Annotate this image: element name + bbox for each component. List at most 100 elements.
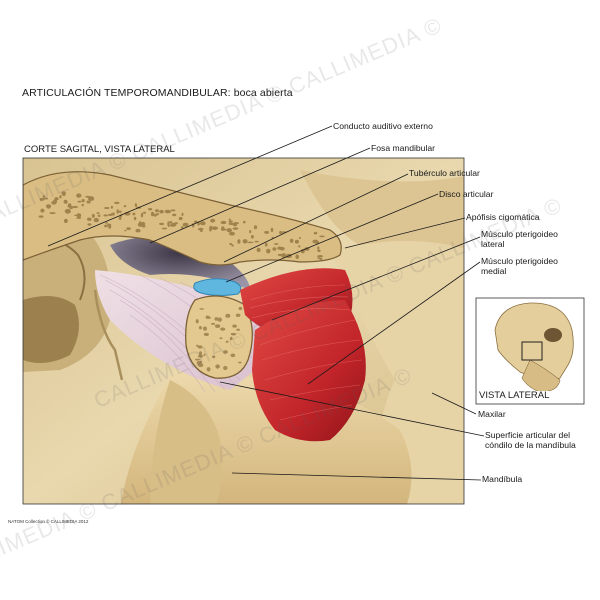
bone-pore [54, 197, 59, 201]
label-pterigoideo-medial-line1: Músculo pterigoideo [481, 256, 558, 266]
bone-pore [220, 228, 227, 231]
bone-pore [198, 363, 204, 368]
bone-pore [196, 344, 199, 347]
label-superficie-line2: cóndilo de la mandíbula [485, 440, 576, 450]
bone-pore [182, 222, 189, 227]
bone-pore [153, 214, 158, 216]
label-pterigoideo-lateral: Músculo pterigoideo lateral [481, 229, 558, 249]
bone-pore [76, 217, 82, 219]
bone-pore [211, 355, 216, 358]
bone-pore [63, 218, 68, 224]
bone-pore [154, 209, 160, 213]
bone-pore [203, 332, 209, 337]
bone-pore [243, 220, 246, 224]
bone-pore [231, 333, 236, 336]
bone-pore [230, 353, 236, 358]
bone-pore [143, 211, 146, 214]
label-pterigoideo-lateral-line2: lateral [481, 239, 505, 249]
bone-pore [215, 227, 219, 230]
bone-pore [238, 361, 242, 364]
spongy-bone-texture [38, 191, 325, 260]
bone-pore [88, 196, 95, 202]
bone-pore [193, 220, 198, 223]
bone-pore [195, 319, 199, 324]
joint-cavity [110, 237, 250, 290]
bone-pore [235, 313, 241, 317]
bone-pore [238, 306, 243, 311]
bone-pore [97, 214, 101, 218]
bone-pore [199, 308, 205, 310]
bone-pore [200, 221, 206, 226]
bone-pore [140, 221, 146, 226]
bone-pore [317, 249, 321, 252]
bone-pore [247, 241, 254, 244]
bone-pore [225, 313, 231, 317]
page-title: ARTICULACIÓN TEMPOROMANDIBULAR: boca abi… [22, 87, 293, 99]
bone-pore [228, 222, 234, 225]
bone-pore [229, 243, 233, 245]
bone-pore [289, 238, 294, 243]
bone-pore [232, 324, 237, 328]
label-pterigoideo-medial: Músculo pterigoideo medial [481, 256, 558, 276]
bone-pore [281, 253, 286, 257]
bone-pore [77, 200, 82, 203]
bone-pore [165, 210, 171, 214]
bone-pore [71, 205, 79, 209]
bone-pore [270, 227, 274, 233]
bone-pore [215, 364, 220, 369]
bone-pore [85, 195, 91, 198]
bone-pore [159, 209, 164, 214]
bone-pore [148, 208, 153, 211]
bone-pore [217, 317, 222, 322]
bone-pore [91, 213, 95, 218]
bone-pore [42, 195, 46, 198]
bone-pore [206, 367, 211, 372]
label-apofisis: Apófisis cigomática [466, 212, 540, 222]
bone-pore [219, 337, 223, 340]
bone-pore [87, 223, 92, 226]
bone-pore [172, 213, 177, 217]
section-label: CORTE SAGITAL, VISTA LATERAL [24, 144, 175, 155]
bone-pore [59, 195, 62, 199]
label-pterigoideo-lateral-line1: Músculo pterigoideo [481, 229, 558, 239]
muscle-fibers [249, 284, 363, 421]
bone-pore [170, 222, 177, 227]
bone-pore [237, 239, 241, 244]
bone-pore [67, 205, 73, 208]
label-superficie-line1: Superficie articular del [485, 430, 571, 440]
bone-pore [214, 324, 221, 328]
bone-pore [181, 212, 184, 216]
bone-pore [229, 231, 235, 236]
bone-pore [228, 218, 231, 221]
inset-skull [475, 297, 585, 405]
bone-pore [39, 197, 45, 201]
condyle-texture [194, 306, 243, 372]
bone-pore [197, 345, 203, 349]
bone-pore [49, 212, 56, 215]
bone-pore [38, 215, 44, 218]
bone-pore [274, 243, 279, 245]
bone-pore [266, 248, 271, 254]
articular-disc [193, 278, 242, 296]
bone-pore [233, 222, 239, 225]
bone-pore [167, 222, 170, 227]
bone-pore [223, 350, 228, 354]
bone-pore [87, 217, 92, 221]
bone-pore [298, 237, 301, 239]
bone-pore [96, 212, 100, 214]
bone-pore [249, 230, 252, 234]
bone-pore [64, 202, 68, 204]
bone-pore [45, 204, 52, 209]
bone-pore [118, 216, 122, 221]
label-disco: Disco articular [439, 189, 494, 199]
bone-pore [108, 224, 112, 229]
bone-pore [277, 253, 283, 257]
label-superficie: Superficie articular del cóndilo de la m… [485, 430, 576, 450]
bone-pore [104, 224, 108, 228]
bone-pore [118, 210, 122, 213]
maxilla-shape [330, 242, 464, 504]
bone-pore [317, 246, 320, 250]
bone-pore [133, 216, 137, 221]
bone-pore [81, 199, 85, 203]
bone-pore [132, 212, 136, 216]
